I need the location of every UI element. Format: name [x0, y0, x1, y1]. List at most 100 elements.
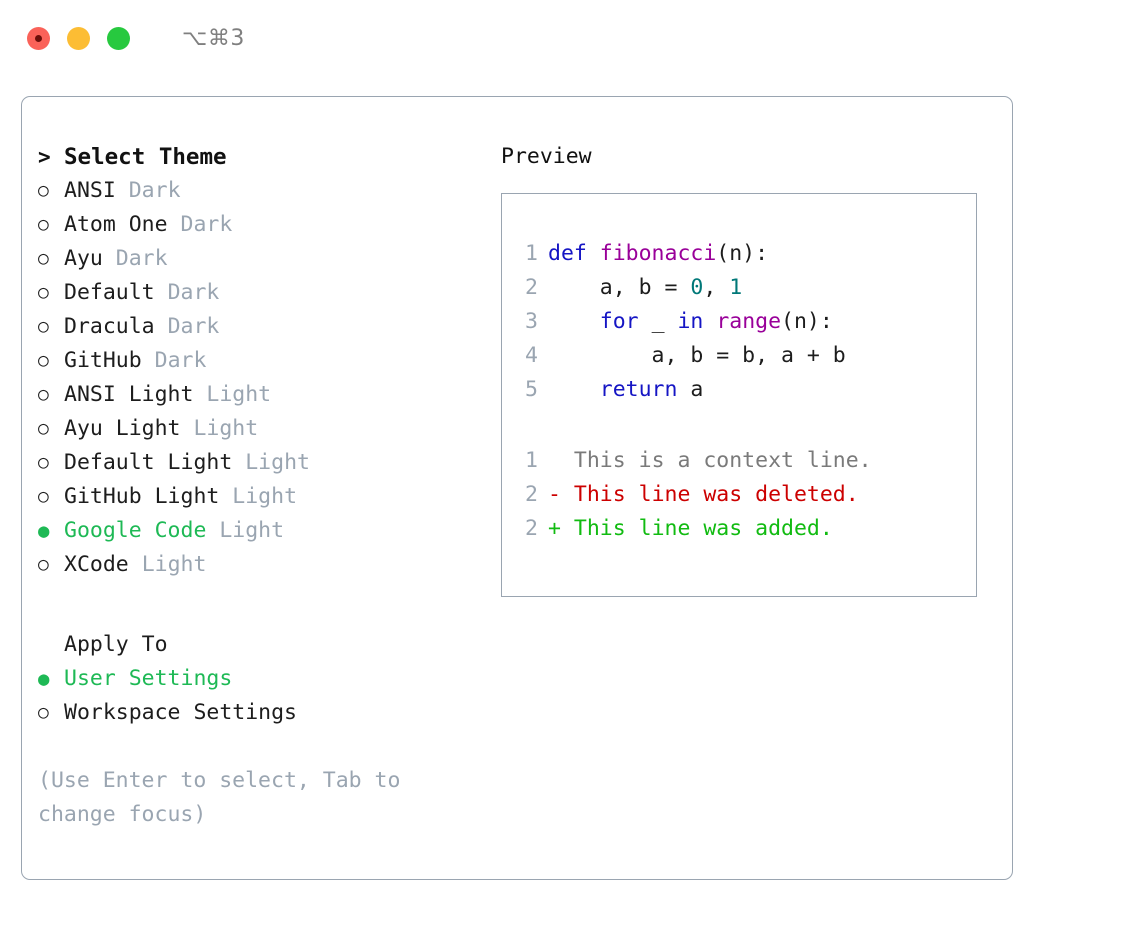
- title-bar: ⌥⌘3: [0, 0, 1140, 76]
- theme-label-gap: [116, 174, 129, 208]
- radio-unselected-icon: ○: [38, 316, 49, 337]
- diff-line: 1 This is a context line.: [502, 444, 976, 478]
- diff-line-number: 1: [525, 448, 538, 473]
- keyboard-hint-text: (Use Enter to select, Tab to change focu…: [38, 768, 414, 827]
- code-token-plain: _: [638, 309, 678, 334]
- minimize-button[interactable]: [67, 26, 90, 50]
- theme-kind: Dark: [167, 280, 220, 305]
- apply-to-option[interactable]: ○ Workspace Settings: [38, 696, 468, 730]
- close-button[interactable]: [27, 26, 50, 50]
- theme-name: Default Light: [64, 450, 233, 475]
- code-token-num: 0: [690, 275, 704, 300]
- line-number: 5: [525, 377, 538, 402]
- diff-line-text: This line was deleted.: [573, 482, 859, 507]
- code-token-plain: [548, 377, 600, 402]
- code-token-plain: [703, 309, 716, 334]
- diff-line-text: This line was added.: [573, 516, 833, 541]
- theme-list-item[interactable]: ○ GitHub Dark: [38, 344, 468, 378]
- theme-list-item[interactable]: ○Default Dark: [38, 276, 468, 310]
- apply-to-list: ● User Settings ○ Workspace Settings: [38, 662, 468, 730]
- code-token-plain: a: [677, 377, 704, 402]
- theme-list: ○ANSI Dark○Atom One Dark○Ayu Dark○Defaul…: [38, 174, 468, 582]
- diff-sign: [548, 444, 561, 478]
- radio-unselected-icon: ○: [38, 554, 49, 575]
- theme-kind: Light: [219, 518, 285, 543]
- main-window: > Select Theme ○ANSI Dark○Atom One Dark○…: [21, 96, 1013, 880]
- theme-list-item[interactable]: ○Ayu Dark: [38, 242, 468, 276]
- theme-kind: Dark: [167, 314, 220, 339]
- theme-list-item[interactable]: ○GitHub Light Light: [38, 480, 468, 514]
- diff-line-number: 2: [525, 482, 538, 507]
- code-token-plain: a, b = b, a + b: [548, 343, 846, 368]
- theme-name: GitHub Light: [64, 484, 220, 509]
- radio-unselected-icon: ○: [38, 214, 49, 235]
- preview-title: Preview: [501, 144, 592, 169]
- theme-kind: Dark: [115, 246, 168, 271]
- line-number: 3: [525, 309, 538, 334]
- radio-unselected-icon: ○: [38, 384, 49, 405]
- code-line: 4 a, b = b, a + b: [502, 339, 976, 373]
- theme-name: Ayu Light: [64, 416, 181, 441]
- theme-list-item[interactable]: ○Atom One Dark: [38, 208, 468, 242]
- theme-name: ANSI Light: [64, 382, 194, 407]
- window-controls: [27, 26, 130, 50]
- theme-name: Google Code: [64, 518, 207, 543]
- theme-name: ANSI: [64, 178, 116, 203]
- diff-line-number: 2: [525, 516, 538, 541]
- hint-spacer: [38, 730, 468, 764]
- code-token-plain: ,: [703, 275, 730, 300]
- theme-label-gap: [206, 514, 219, 548]
- code-token-plain: a, b =: [548, 275, 691, 300]
- theme-list-item[interactable]: ○ Ayu Light Light: [38, 412, 468, 446]
- code-token-num: 1: [729, 275, 743, 300]
- theme-kind: Light: [245, 450, 310, 475]
- radio-unselected-icon: ○: [38, 702, 49, 723]
- theme-name: XCode: [64, 552, 129, 577]
- theme-name: Ayu: [64, 246, 103, 271]
- theme-list-item[interactable]: ○XCode Light: [38, 548, 468, 582]
- code-token-kw: for: [599, 309, 639, 334]
- diff-sign-gap: [561, 444, 574, 478]
- apply-to-title: Apply To: [64, 632, 168, 657]
- code-line: 5 return a: [502, 373, 976, 407]
- radio-unselected-icon: ○: [38, 350, 49, 371]
- line-number: 2: [525, 275, 538, 300]
- line-number: 1: [525, 241, 538, 266]
- apply-to-label: User Settings: [64, 666, 233, 691]
- theme-name: Atom One: [64, 212, 168, 237]
- code-token-kw: in: [677, 309, 704, 334]
- apply-to-option[interactable]: ● User Settings: [38, 662, 468, 696]
- code-line-text: for _ in range(n):: [548, 305, 833, 339]
- theme-list-item[interactable]: ○ Dracula Dark: [38, 310, 468, 344]
- code-token-kw: def: [548, 241, 600, 266]
- theme-list-item[interactable]: ○ANSI Dark: [38, 174, 468, 208]
- theme-kind: Dark: [128, 178, 181, 203]
- theme-name: GitHub: [64, 348, 142, 373]
- zoom-button[interactable]: [107, 26, 130, 50]
- code-line: 3 for _ in range(n):: [502, 305, 976, 339]
- theme-kind: Light: [206, 382, 272, 407]
- theme-label-gap: [103, 242, 116, 276]
- theme-list-item[interactable]: ●Google Code Light: [38, 514, 468, 548]
- theme-list-item[interactable]: ○ ANSI Light Light: [38, 378, 468, 412]
- code-line-text: return a: [548, 373, 704, 407]
- theme-list-item[interactable]: ○Default Light Light: [38, 446, 468, 480]
- theme-label-gap: [142, 344, 155, 378]
- prompt-caret-icon: >: [38, 145, 51, 169]
- radio-unselected-icon: ○: [38, 418, 49, 439]
- theme-kind: Light: [193, 416, 259, 441]
- code-token-plain: [548, 309, 600, 334]
- radio-unselected-icon: ○: [38, 282, 49, 303]
- radio-selected-icon: ●: [38, 668, 50, 690]
- theme-label-gap: [181, 412, 194, 446]
- select-theme-heading: > Select Theme: [38, 140, 468, 174]
- theme-kind: Dark: [154, 348, 207, 373]
- code-token-kw: return: [599, 377, 678, 402]
- theme-name: Dracula: [64, 314, 155, 339]
- apply-to-label: Workspace Settings: [64, 700, 297, 725]
